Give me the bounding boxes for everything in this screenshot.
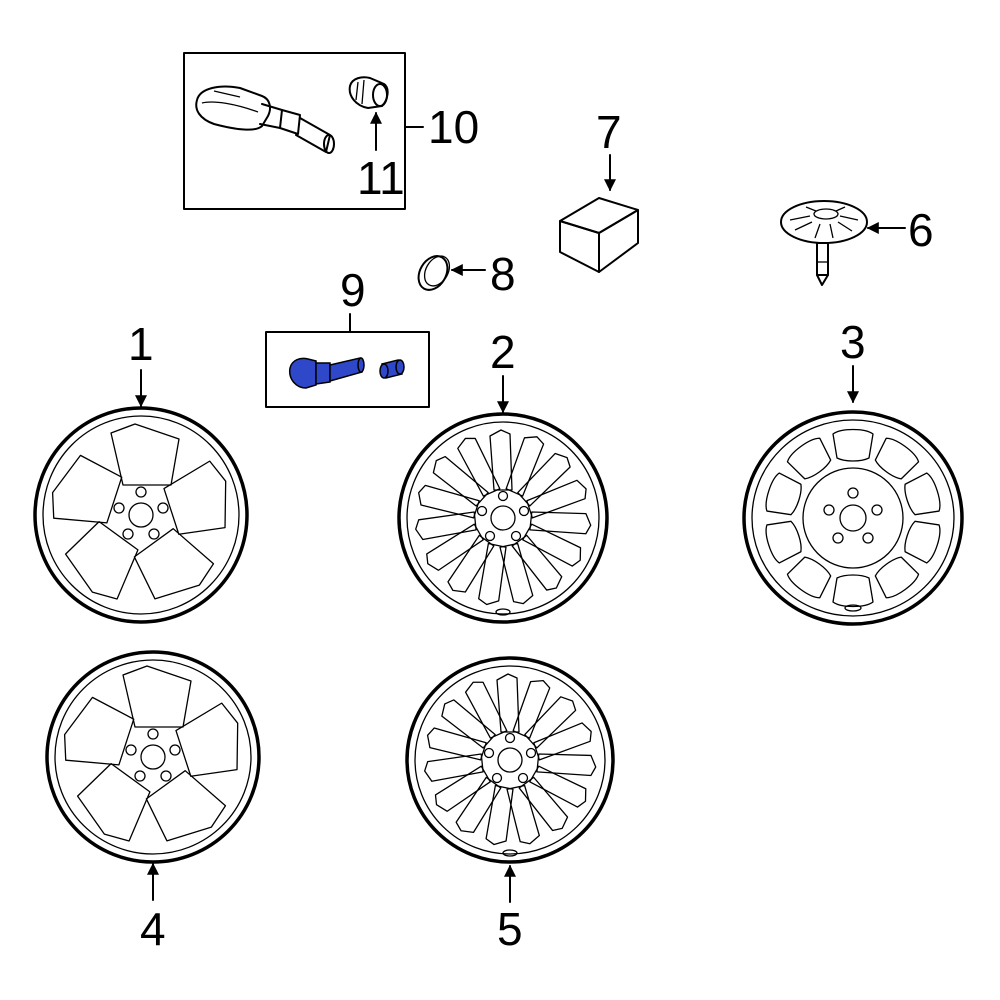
hub-cap-icon bbox=[417, 255, 451, 291]
part-4-group[interactable]: 4 bbox=[45, 650, 261, 955]
part-3-group[interactable]: 3 bbox=[742, 316, 964, 626]
part-8-group[interactable]: 8 bbox=[413, 248, 516, 300]
part-6-label: 6 bbox=[908, 204, 934, 256]
part-11-label: 11 bbox=[357, 152, 405, 204]
part-9-label: 9 bbox=[340, 264, 366, 316]
part-1-group[interactable]: 1 bbox=[33, 318, 249, 624]
tpms-sensor-icon bbox=[195, 85, 335, 154]
part-7-group[interactable]: 7 bbox=[559, 106, 639, 273]
part-5-label: 5 bbox=[497, 903, 523, 955]
wheel-five-spoke-icon bbox=[33, 406, 249, 624]
part-6-group[interactable]: 6 bbox=[780, 200, 934, 286]
wheel-multi-spoke-icon bbox=[397, 412, 609, 624]
part-9-box bbox=[265, 331, 430, 408]
part-7-label: 7 bbox=[596, 106, 622, 158]
part-2-group[interactable]: 2 bbox=[397, 326, 609, 624]
balance-weight-icon bbox=[559, 197, 639, 273]
wheel-multi-spoke-alt-icon bbox=[405, 656, 615, 864]
part-10-label: 10 bbox=[428, 101, 479, 153]
part-8-label: 8 bbox=[490, 248, 516, 300]
part-4-label: 4 bbox=[140, 903, 166, 955]
wheel-five-spoke-alt-icon bbox=[45, 650, 261, 864]
part-2-label: 2 bbox=[490, 326, 516, 378]
valve-stem-icon bbox=[288, 357, 365, 389]
part-3-label: 3 bbox=[840, 316, 866, 368]
part-10-tpms-sensor-group[interactable]: 10 11 bbox=[183, 52, 479, 210]
part-9-group[interactable]: 9 bbox=[265, 264, 430, 408]
part-1-label: 1 bbox=[128, 318, 154, 370]
wheel-steel-spare-icon bbox=[742, 410, 964, 626]
valve-stem-cap-icon bbox=[379, 359, 405, 379]
part-5-group[interactable]: 5 bbox=[405, 656, 615, 955]
center-cap-icon bbox=[780, 200, 868, 286]
part-10-box bbox=[183, 52, 406, 210]
valve-cap-icon bbox=[348, 76, 389, 109]
